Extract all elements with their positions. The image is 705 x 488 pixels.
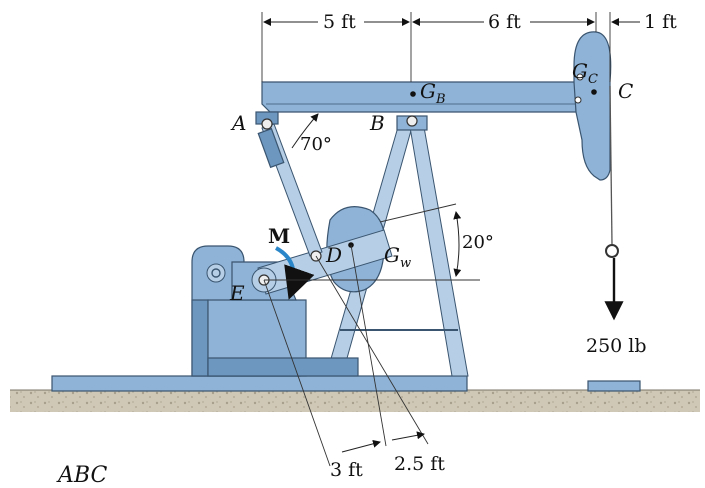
dim-2-5ft: 2.5 ft	[394, 453, 445, 475]
label-gw: Gw	[384, 243, 411, 271]
cable-and-load	[604, 85, 624, 321]
label-gb: GB	[420, 79, 446, 107]
gb-dot	[410, 91, 416, 97]
dim-5ft: 5 ft	[323, 11, 356, 33]
top-dimensions	[261, 12, 640, 82]
label-gc: GC	[572, 59, 598, 87]
label-a: A	[230, 111, 246, 135]
label-c: C	[618, 79, 633, 103]
head-hole	[574, 96, 582, 104]
label-m: M	[268, 224, 290, 248]
label-70deg: 70°	[300, 134, 332, 155]
label-20deg: 20°	[462, 232, 494, 253]
label-d: D	[325, 243, 342, 267]
rod-angle-arc	[291, 113, 319, 149]
label-load: 250 lb	[586, 335, 647, 357]
gc-dot	[591, 89, 597, 95]
dim-6ft: 6 ft	[488, 11, 521, 33]
base-plate	[51, 375, 468, 392]
dim-1ft: 1 ft	[644, 11, 677, 33]
ground	[10, 389, 700, 412]
label-e: E	[229, 281, 245, 305]
head-hole	[576, 73, 584, 81]
moment-arrow	[274, 246, 315, 300]
crank-dimensions	[263, 244, 429, 467]
dim-3ft: 3 ft	[330, 459, 363, 481]
crank-angle-construction	[264, 203, 480, 281]
counterweight-pad	[587, 380, 641, 392]
walking-beam	[261, 31, 612, 181]
label-b: B	[369, 111, 385, 135]
caption: ABC	[56, 463, 107, 483]
